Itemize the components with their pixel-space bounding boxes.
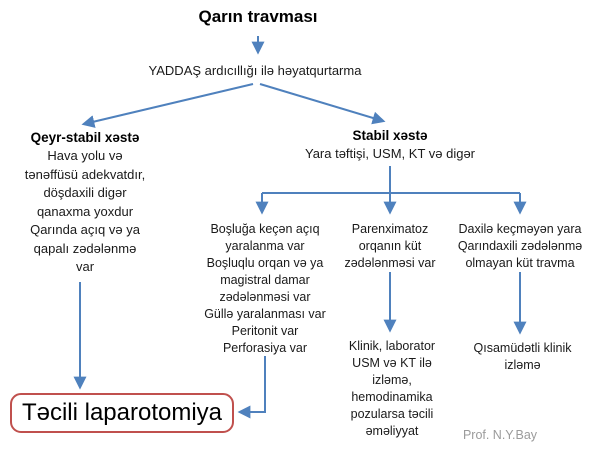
criteria-open-wound: Boşluğa keçən açıq yaralanma var Boşluql… (204, 222, 326, 355)
stable-patient-subheading: Yara təftişi, USM, KT və digər (304, 146, 476, 161)
author-credit: Prof. N.Y.Bay (462, 428, 538, 442)
unstable-patient-heading: Qeyr-stabil xəstə (30, 130, 140, 145)
criteria-nonpenetrating-trauma: Daxilə keçməyən yara Qarındaxili zədələn… (457, 222, 583, 270)
outcome-short-term-observation: Qısamüdətli klinik izləmə (473, 341, 572, 372)
urgent-laparotomy-box: Təcili laparotomiya (10, 393, 234, 433)
arrow-to-stable (259, 83, 386, 125)
unstable-patient-criteria: Hava yolu və tənəffüsü adekvatdır, döşda… (24, 148, 146, 274)
page-title: Qarın travması (198, 7, 318, 26)
criteria-parenchymal-injury: Parenximatoz orqanın küt zədələnməsi var (344, 222, 436, 270)
memory-sequence-label: YADDAŞ ardıcıllığı ilə həyatqurtarma (148, 63, 362, 78)
arrow-to-unstable (81, 83, 254, 128)
arrow-col1-to-box (237, 356, 266, 419)
stable-patient-heading: Stabil xəstə (352, 128, 428, 143)
urgent-laparotomy-label: Təcili laparotomiya (21, 399, 223, 426)
outcome-clinical-monitoring: Klinik, laborator USM və KT ilə izləmə, … (348, 339, 436, 438)
